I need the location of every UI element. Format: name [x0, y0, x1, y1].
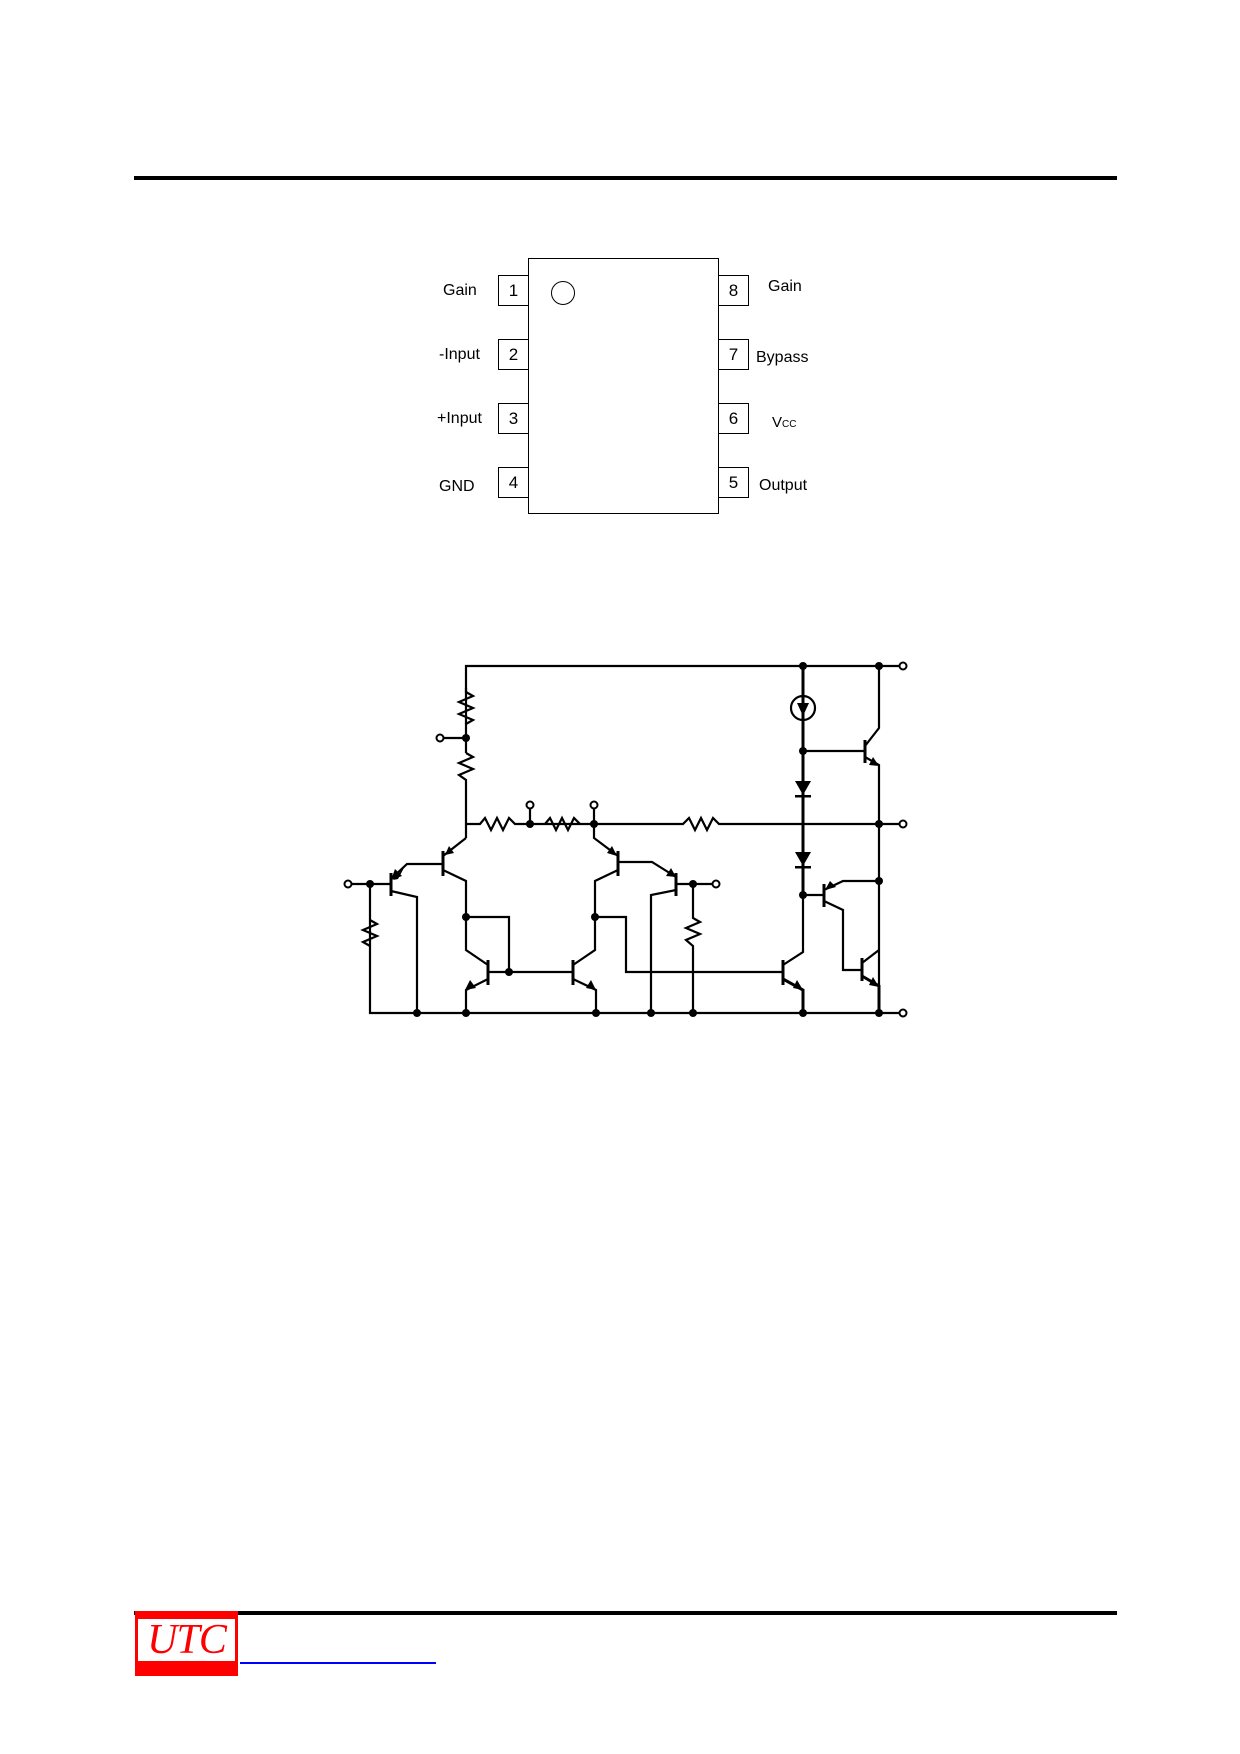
junction-dot: [505, 968, 513, 976]
q5-arrow-icon: [607, 846, 617, 856]
q1-collector: [390, 889, 419, 1013]
pin-3: 3: [498, 403, 529, 434]
pin-4-label: GND: [439, 478, 475, 495]
q6-arrow-icon: [666, 868, 676, 877]
q10-arrow-icon: [869, 977, 879, 987]
q9-emitter: [782, 977, 805, 1013]
junction-dot: [799, 1009, 807, 1017]
q10-collector: [861, 949, 880, 964]
junction-dot: [592, 1009, 600, 1017]
junction-dot: [526, 820, 534, 828]
terminal-inv-input: [343, 879, 353, 889]
terminal-gnd: [898, 1008, 908, 1018]
junction-dot: [689, 1009, 697, 1017]
junction-dot: [462, 1009, 470, 1017]
drive-wire: [595, 915, 783, 974]
q7-emitter: [864, 756, 881, 1013]
junction-dot: [366, 880, 374, 888]
terminal-vcc: [898, 661, 908, 671]
q3-arrow-icon: [465, 980, 476, 990]
current-source-icon: [789, 694, 817, 722]
current-source-arrow-icon: [797, 703, 809, 716]
q8-arrow-icon: [825, 881, 836, 890]
q6-collector: [649, 888, 677, 1013]
pin-6-label-main: V: [772, 414, 783, 431]
terminal-noninv-input: [711, 879, 721, 889]
junction-dot: [799, 662, 807, 670]
pin-3-label: +Input: [437, 410, 482, 427]
noninv-resistor: [683, 884, 703, 1013]
pin-5-label: Output: [759, 477, 808, 494]
pin-7-label: Bypass: [756, 349, 809, 366]
q8-collector: [823, 900, 862, 972]
pin-2: 2: [498, 339, 529, 370]
junction-dot: [799, 891, 807, 899]
junction-dot: [413, 1009, 421, 1017]
q10-emitter: [861, 974, 881, 1013]
diode-1-icon: [795, 781, 811, 795]
junction-dot: [462, 913, 470, 921]
q4-arrow-icon: [586, 980, 596, 990]
footer-rule: [134, 1611, 1117, 1615]
terminal-gain-1: [525, 800, 535, 810]
junction-dots: [366, 662, 883, 1017]
resistor-second: [456, 752, 476, 838]
input-resistor: [360, 919, 380, 947]
diode-2-bar: [795, 866, 811, 869]
junction-dot: [689, 880, 697, 888]
junction-dot: [875, 877, 883, 885]
mirror-link: [466, 915, 511, 972]
diode-1-bar: [795, 795, 811, 798]
header-rule: [134, 176, 1117, 180]
utc-logo-text: UTC: [138, 1619, 235, 1661]
junction-dot: [591, 913, 599, 921]
pin-6: 6: [718, 403, 749, 434]
resistor-chain-1: [466, 815, 594, 833]
terminal-output: [898, 819, 908, 829]
ic-package-body: [528, 258, 719, 514]
q3-emitter: [464, 978, 489, 1013]
vcc-rail-wire: [464, 664, 899, 724]
junction-dot: [875, 1009, 883, 1017]
pin-7: 7: [718, 339, 749, 370]
terminal-bypass: [435, 733, 445, 743]
feedback-resistor: [594, 815, 899, 833]
ground-rail-wire: [368, 884, 899, 1015]
terminal-gain-8: [589, 800, 599, 810]
q9-arrow-icon: [793, 980, 803, 990]
resistor-chain-2: [544, 815, 581, 833]
pin1-indicator-icon: [551, 281, 575, 305]
junction-dot: [647, 1009, 655, 1017]
pin-5: 5: [718, 467, 749, 498]
pin-4: 4: [498, 467, 529, 498]
junction-dot: [590, 820, 598, 828]
diode-2-icon: [795, 852, 811, 866]
junction-dot: [875, 662, 883, 670]
pin-6-label: VCC: [772, 414, 796, 431]
pin-2-label: -Input: [439, 346, 480, 363]
q7-arrow-icon: [869, 757, 879, 766]
pin-1-label: Gain: [443, 282, 477, 299]
pin-6-label-sub: CC: [782, 419, 797, 430]
pin-8: 8: [718, 275, 749, 306]
resistor-top: [456, 688, 476, 753]
q1-arrow-head-icon: [391, 869, 402, 880]
q5-base-wire: [618, 860, 677, 878]
junction-dot: [875, 820, 883, 828]
pin-8-label: Gain: [768, 278, 802, 295]
junction-dot: [799, 747, 807, 755]
junction-dot: [462, 734, 470, 742]
pin-1: 1: [498, 275, 529, 306]
q7-collector: [864, 666, 881, 747]
utc-logo: UTC: [135, 1611, 238, 1676]
website-link-underline[interactable]: [240, 1662, 436, 1664]
q2-arrow-icon: [445, 846, 454, 855]
q9-collector: [782, 895, 805, 966]
